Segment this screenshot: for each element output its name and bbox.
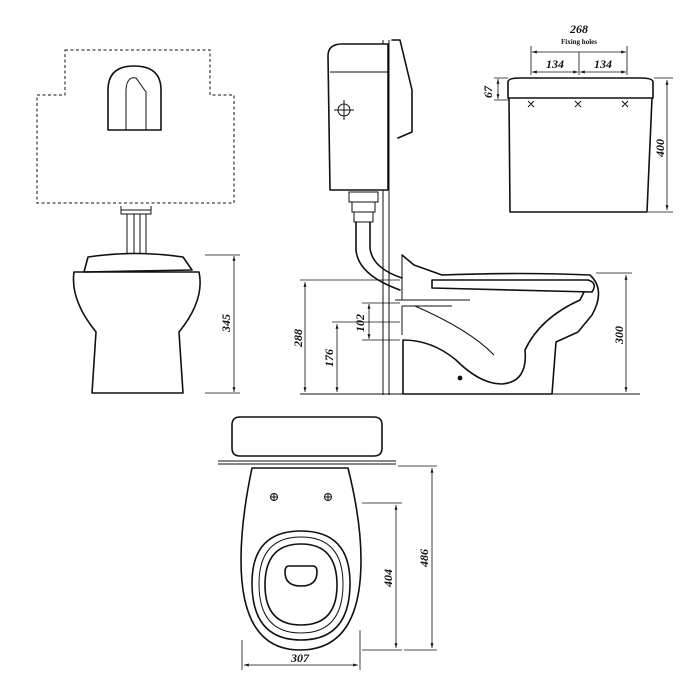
dimension-label-134-right: 134	[594, 57, 612, 71]
side-cistern	[327, 43, 389, 191]
dimension-fixing-holes-total: 268 Fixing holes	[530, 22, 628, 75]
side-view: 288 102 176 300	[291, 39, 640, 395]
dimension-cistern-height: 400	[648, 77, 673, 213]
cistern-view: 268 Fixing holes 134 134 67 400	[481, 22, 673, 213]
front-seat	[83, 252, 193, 273]
plan-pan-outline	[240, 467, 362, 651]
dimension-label-345: 345	[219, 314, 233, 333]
front-flush-plate	[107, 65, 162, 131]
cistern-lid	[507, 77, 654, 99]
dimension-side-inlet-height: 288	[291, 279, 400, 392]
side-flush-bend	[355, 221, 403, 291]
dimension-side-pan-height: 300	[560, 272, 632, 395]
front-view: 345	[36, 49, 240, 394]
plan-cistern-outline	[231, 416, 383, 457]
plan-view: 404 486 307	[218, 416, 437, 670]
dimension-label-288: 288	[291, 329, 305, 348]
fixing-holes-label: Fixing holes	[561, 38, 597, 46]
front-flush-pipes	[120, 206, 152, 255]
side-pan	[401, 254, 600, 395]
dimension-label-176: 176	[322, 349, 336, 367]
plan-drain	[284, 565, 318, 587]
dimension-cistern-lid-height: 67	[481, 77, 508, 101]
plan-seat	[251, 530, 351, 641]
dimension-side-outlet-height: 176	[322, 321, 400, 392]
dimension-label-400: 400	[653, 139, 667, 158]
dimension-label-134-left: 134	[546, 57, 564, 71]
plan-bowl-opening	[264, 543, 338, 626]
front-concealed-cistern-outline	[36, 49, 235, 204]
cistern-fixing-holes	[527, 100, 629, 108]
dimension-label-486: 486	[417, 549, 431, 568]
side-flush-connector	[348, 191, 379, 223]
dimension-label-404: 404	[381, 569, 395, 588]
dimension-plan-seat-length: 404	[362, 502, 402, 651]
dimension-label-67: 67	[481, 85, 495, 98]
dimension-side-outlet-offset: 102	[353, 302, 400, 341]
dimension-front-pan-height: 345	[205, 254, 240, 394]
side-seat	[431, 279, 596, 293]
cistern-body	[508, 97, 653, 213]
dimension-label-307: 307	[290, 651, 310, 665]
dimension-label-300: 300	[612, 326, 626, 345]
front-bowl	[72, 271, 201, 394]
plan-hinge-holes	[270, 493, 332, 501]
dimension-label-268: 268	[569, 22, 588, 36]
dimension-plan-total-length: 486	[398, 465, 437, 651]
dimension-label-102: 102	[353, 314, 367, 332]
dimension-fixing-hole-spacing: 134 134	[532, 57, 626, 74]
dimension-plan-width: 307	[241, 630, 361, 670]
